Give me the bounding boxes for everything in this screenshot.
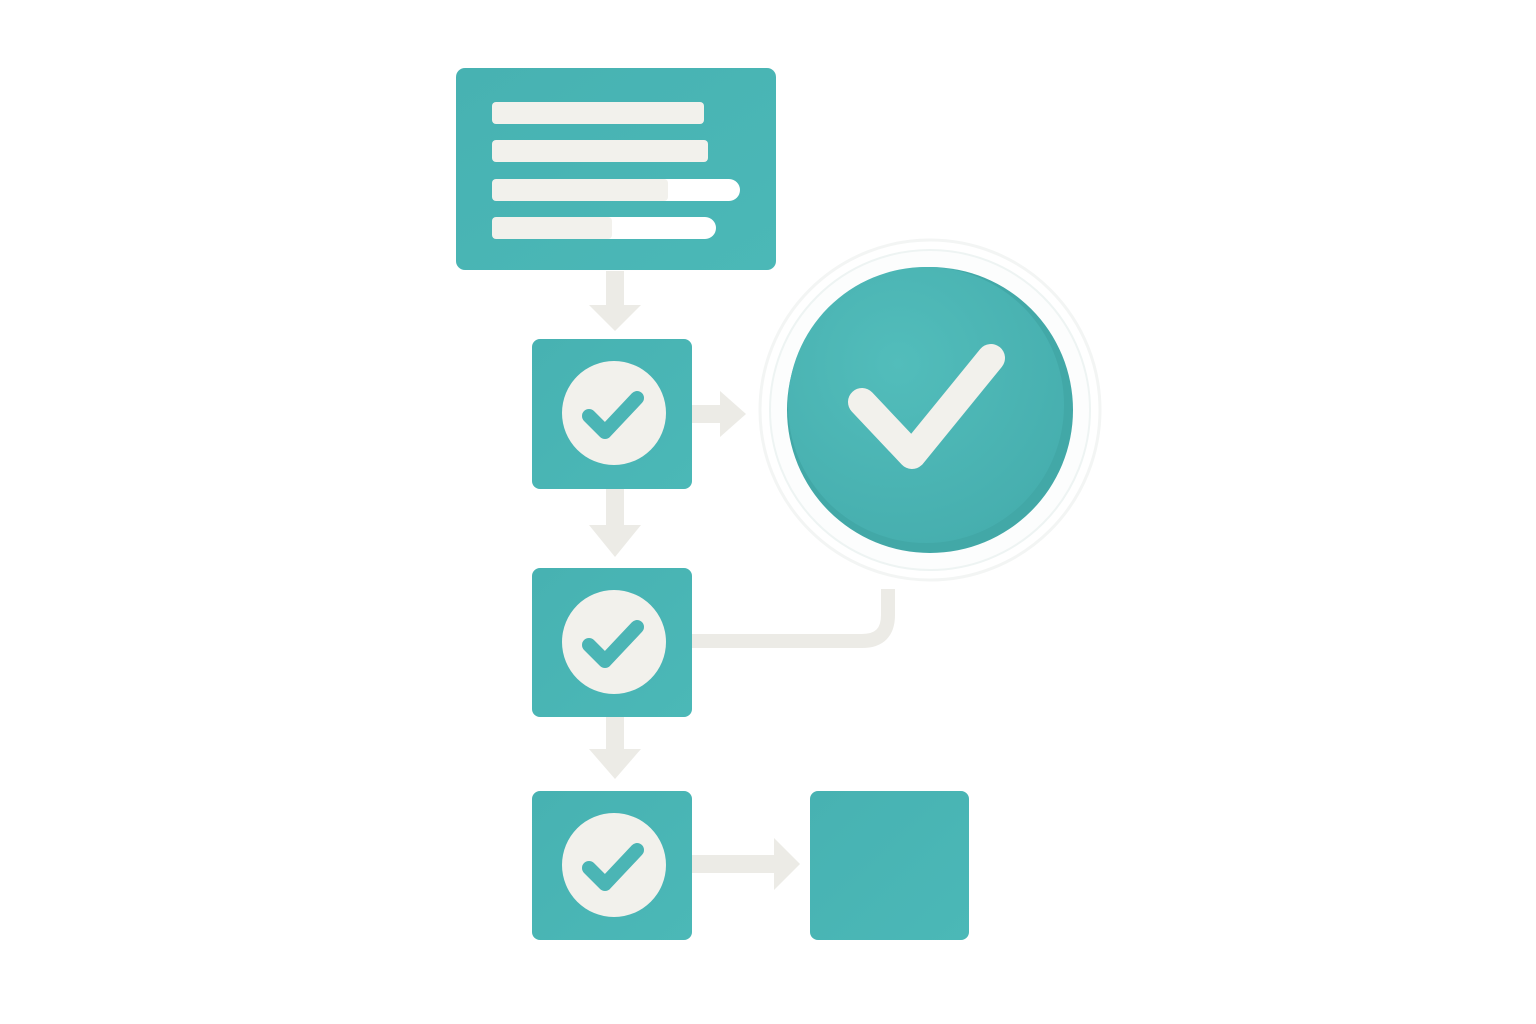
task-box-step-2 xyxy=(532,568,692,717)
form-card xyxy=(456,68,776,270)
connector-step-2-to-approval xyxy=(692,589,895,648)
check-circle-icon xyxy=(562,361,666,465)
form-line-2 xyxy=(492,140,708,162)
approval-badge xyxy=(758,238,1102,582)
check-circle-icon xyxy=(562,590,666,694)
task-box-step-3 xyxy=(532,791,692,940)
task-box-output xyxy=(810,791,969,940)
text-lines-icon xyxy=(492,102,740,239)
big-checkmark-icon xyxy=(848,344,1005,469)
connector-step-3-to-output xyxy=(692,838,800,890)
connector-form-to-step-1 xyxy=(589,271,641,331)
form-line-3 xyxy=(492,179,740,201)
connector-step-1-to-step-2 xyxy=(589,489,641,557)
form-line-4 xyxy=(492,217,716,239)
check-circle-icon xyxy=(562,813,666,917)
connector-step-1-to-approval xyxy=(692,391,746,437)
task-box-step-1 xyxy=(532,339,692,489)
form-line-1 xyxy=(492,102,704,124)
connector-step-2-to-step-3 xyxy=(589,717,641,779)
